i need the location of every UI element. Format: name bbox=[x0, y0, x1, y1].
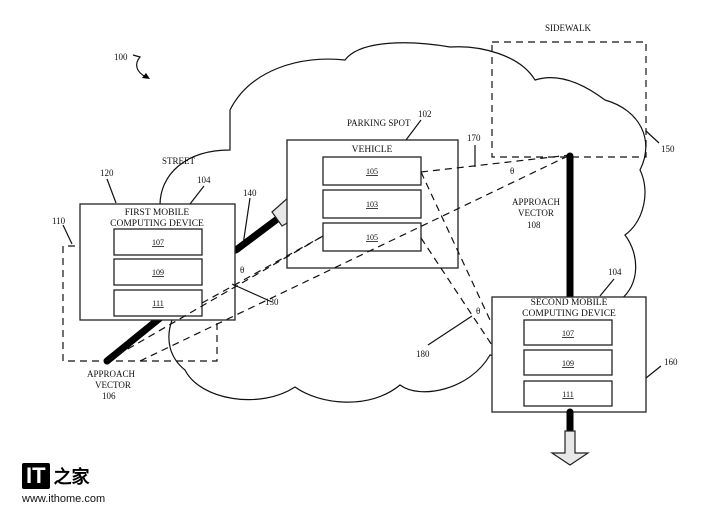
second-device-ref: 104 bbox=[608, 267, 622, 277]
first-device-component-ref: 111 bbox=[152, 299, 163, 308]
vehicle-component bbox=[322, 156, 422, 186]
angle-180-ref: 180 bbox=[416, 349, 430, 359]
approach-vector-106-line1: APPROACH bbox=[87, 369, 136, 379]
arrow-ref-leader bbox=[242, 197, 251, 246]
second-device-component-ref: 107 bbox=[562, 329, 574, 338]
approach-vector-108-line1: APPROACH bbox=[512, 197, 561, 207]
first-device-component bbox=[113, 289, 203, 317]
sidewalk-label: SIDEWALK bbox=[545, 23, 591, 33]
first-device-component-ref: 109 bbox=[152, 268, 164, 277]
street-label: STREET bbox=[162, 156, 196, 166]
second-device-component-ref: 109 bbox=[562, 359, 574, 368]
approach-vector-106-line bbox=[103, 314, 164, 365]
second-device-component bbox=[523, 319, 613, 346]
theta-label-3: θ bbox=[476, 306, 480, 316]
vehicle-component-ref: 103 bbox=[366, 200, 378, 209]
figure-ref-arrowhead bbox=[142, 73, 150, 79]
watermark-chinese: 之家 bbox=[53, 467, 90, 488]
approach-vector-108-ref: 108 bbox=[527, 220, 541, 230]
parking-spot-leader bbox=[405, 119, 422, 141]
second-device-title-2: COMPUTING DEVICE bbox=[522, 309, 616, 319]
first-device-group-ref: 120 bbox=[100, 168, 114, 178]
approach-vector-108-line2: VECTOR bbox=[518, 208, 554, 218]
theta-label-1: θ bbox=[240, 265, 244, 275]
watermark-url: www.ithome.com bbox=[22, 493, 106, 505]
first-device-component bbox=[113, 228, 203, 256]
second-device-component-ref: 111 bbox=[562, 390, 573, 399]
vehicle-component-ref: 105 bbox=[366, 233, 378, 242]
exit-arrow-icon bbox=[550, 430, 590, 466]
sidewalk-ref-leader bbox=[645, 130, 660, 144]
marker-170-ref: 170 bbox=[467, 133, 481, 143]
second-device-component bbox=[523, 349, 613, 376]
approach-vector-106-line2: VECTOR bbox=[95, 380, 131, 390]
figure-ref-squiggle bbox=[132, 54, 147, 78]
angle-180-leader bbox=[427, 315, 473, 346]
angle-130-ref: 130 bbox=[265, 297, 279, 307]
parking-spot-ref: 102 bbox=[418, 109, 432, 119]
first-zone-leader bbox=[62, 224, 73, 245]
vehicle-title: VEHICLE bbox=[352, 145, 393, 155]
first-device-component bbox=[113, 258, 203, 286]
second-device-component bbox=[523, 380, 613, 407]
vehicle-component bbox=[322, 222, 422, 252]
first-device-ref: 104 bbox=[197, 175, 211, 185]
approach-vector-106-ref: 106 bbox=[102, 391, 116, 401]
sidewalk-zone bbox=[491, 41, 647, 158]
first-device-group-leader bbox=[106, 178, 117, 204]
figure-ref-number: 100 bbox=[114, 52, 128, 62]
theta-label-2: θ bbox=[510, 166, 514, 176]
second-device-ref-leader bbox=[599, 278, 615, 297]
angle-130-leader bbox=[231, 283, 273, 303]
second-zone-leader bbox=[645, 365, 662, 379]
vehicle-component-ref: 105 bbox=[366, 167, 378, 176]
first-device-ref-leader bbox=[189, 185, 205, 205]
first-device-title-1: FIRST MOBILE bbox=[125, 208, 190, 218]
sidewalk-ref: 150 bbox=[661, 144, 675, 154]
first-zone-ref: 110 bbox=[52, 216, 66, 226]
first-device-zone bbox=[62, 245, 218, 362]
vehicle-component bbox=[322, 189, 422, 219]
second-device-title-1: SECOND MOBILE bbox=[531, 298, 608, 308]
first-device-title-2: COMPUTING DEVICE bbox=[110, 219, 204, 229]
watermark-brand: IT bbox=[22, 463, 50, 489]
first-device-component-ref: 107 bbox=[152, 238, 164, 247]
movement-line bbox=[232, 216, 280, 254]
second-zone-ref: 160 bbox=[664, 357, 678, 367]
parking-spot-label: PARKING SPOT bbox=[347, 118, 411, 128]
arrow-ref: 140 bbox=[243, 188, 257, 198]
